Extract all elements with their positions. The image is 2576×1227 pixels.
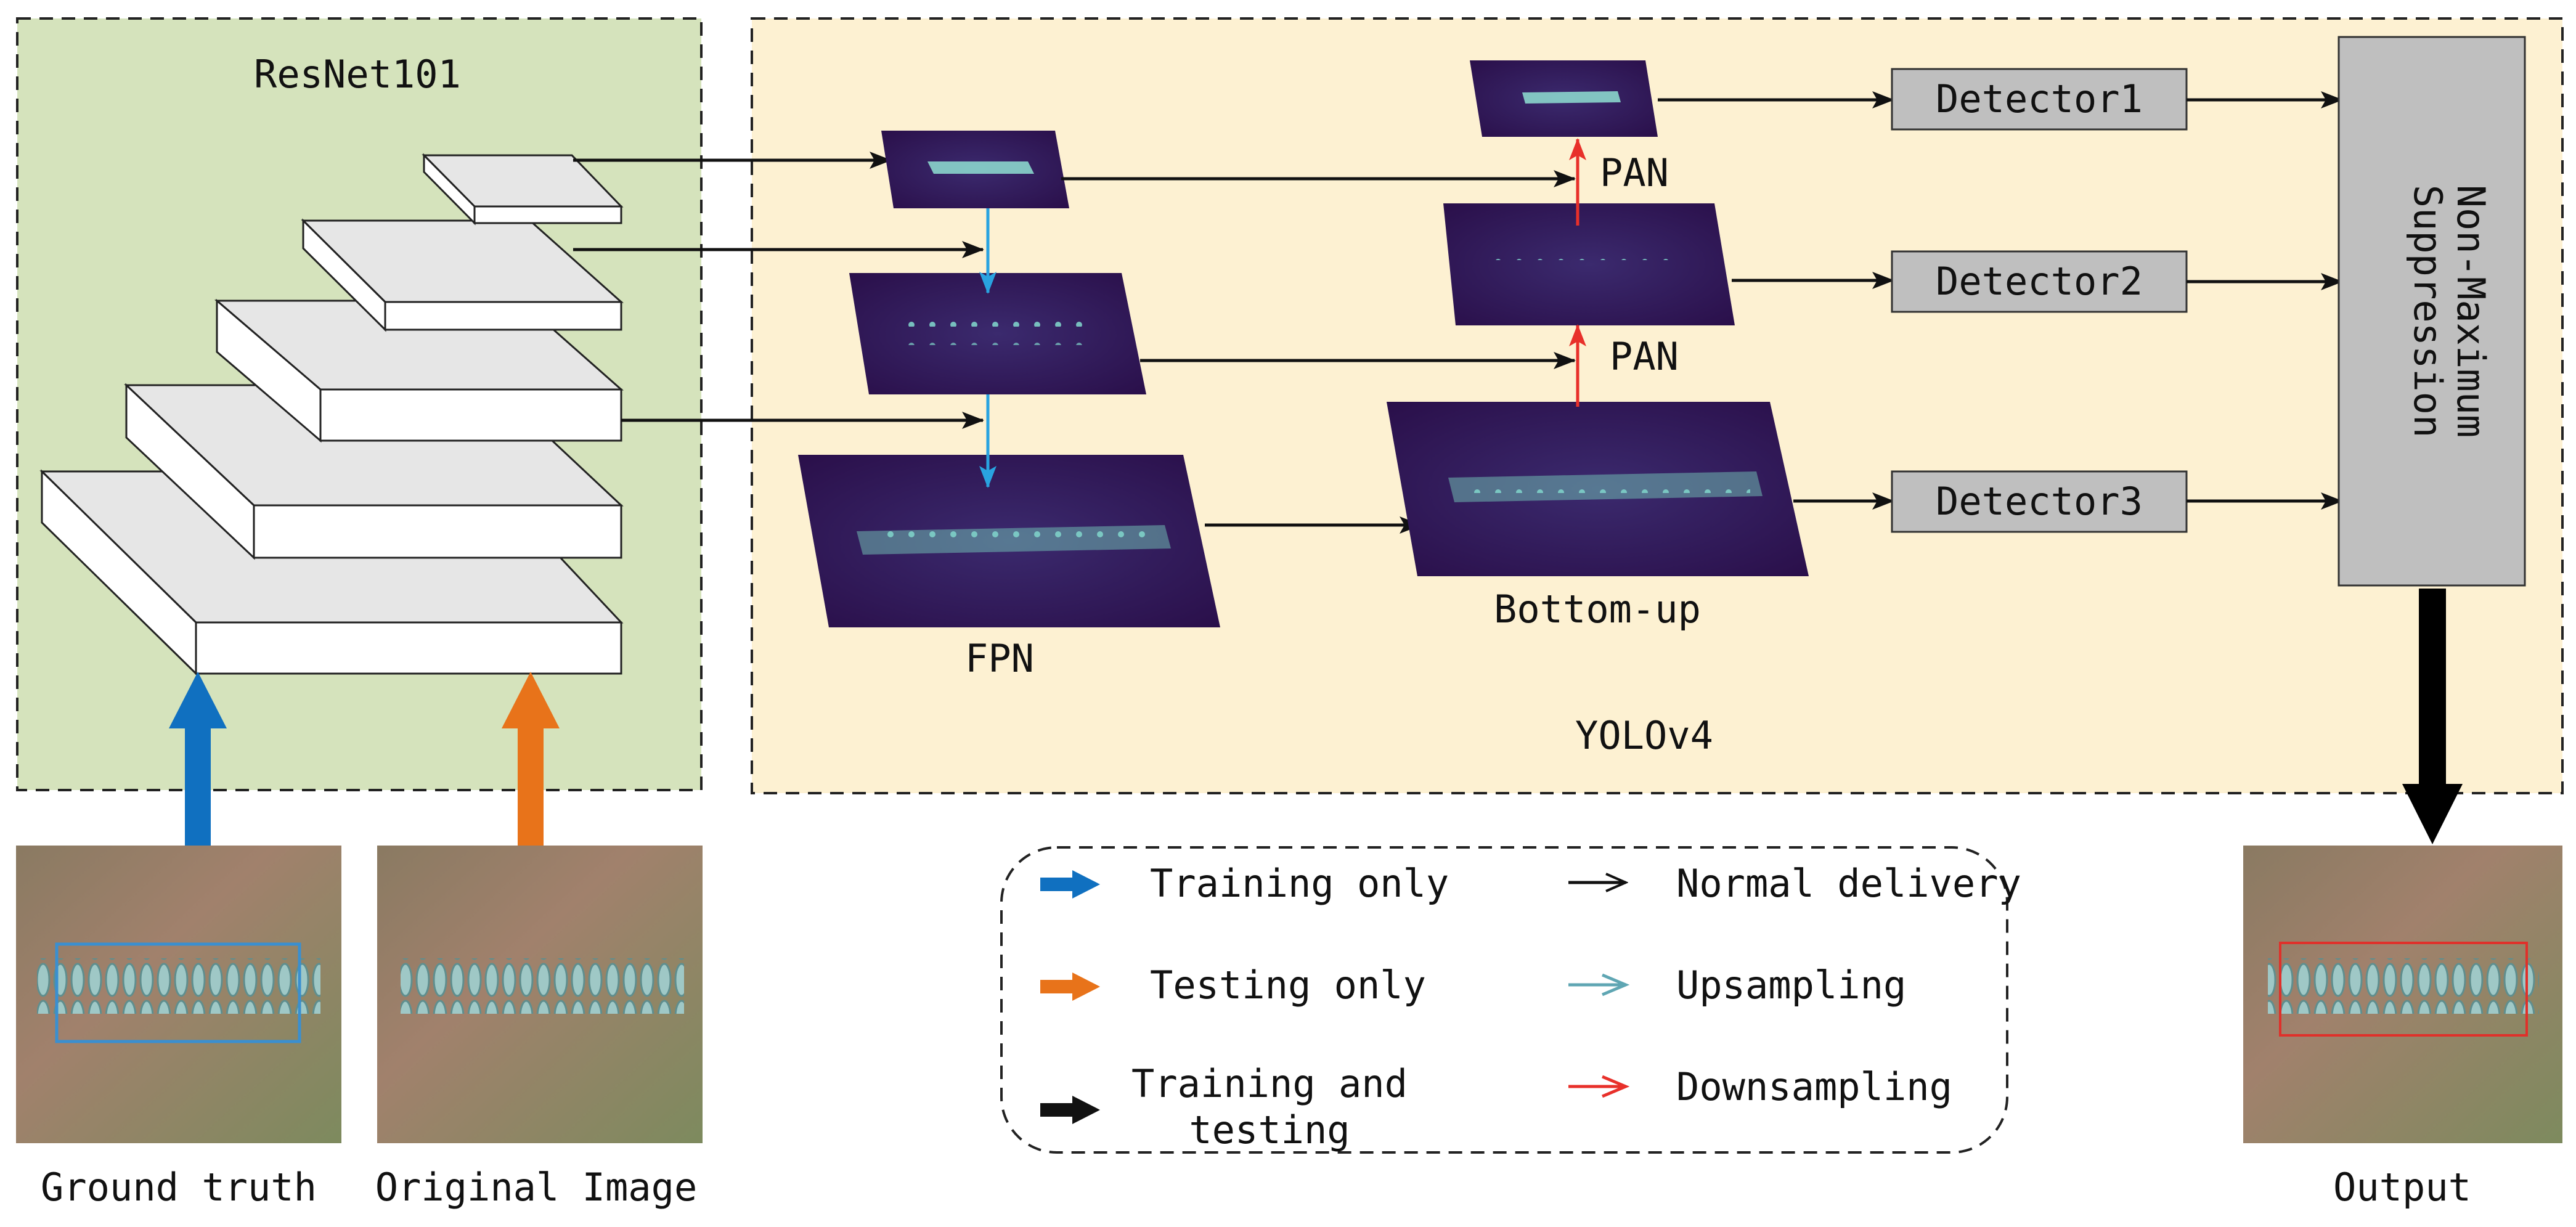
nms-to-output-arrow <box>2402 589 2463 844</box>
nms-block: Non-Maximum Suppression <box>2338 36 2526 587</box>
legend-upsampling: Upsampling <box>1568 963 1906 1008</box>
nms-label-line1: Non-Maximum <box>2448 185 2493 438</box>
ground-truth-bbox <box>55 942 301 1043</box>
detector-1-label: Detector1 <box>1936 76 2143 121</box>
legend-testing-only-label: Testing only <box>1150 963 1426 1008</box>
detector-3-label: Detector3 <box>1936 479 2143 524</box>
fpn-to-pan-arrows <box>1061 170 1576 534</box>
yolo-title: YOLOv4 <box>1575 713 1713 758</box>
legend-training-and-testing: Training and testing <box>1040 1061 1408 1152</box>
fpn-map-medium <box>849 273 1146 394</box>
fpn-feature-maps <box>798 131 1220 627</box>
legend-testing-only: Testing only <box>1040 963 1426 1008</box>
legend-normal-delivery-label: Normal delivery <box>1676 861 2021 906</box>
legend-downsampling-label: Downsampling <box>1676 1064 1952 1109</box>
resnet-to-fpn-arrows <box>573 152 984 429</box>
output-image <box>2243 846 2562 1143</box>
resnet-backbone-layers <box>39 153 624 676</box>
pan-feature-maps <box>1387 60 1809 576</box>
detector-3: Detector3 <box>1891 470 2188 533</box>
legend-frame <box>1000 846 2008 1154</box>
ground-truth-image <box>16 846 341 1143</box>
legend-downsampling: Downsampling <box>1568 1064 1952 1109</box>
output-label: Output <box>2333 1165 2471 1210</box>
resnet-layer-1 <box>422 153 624 226</box>
fpn-map-small <box>881 131 1069 208</box>
legend: Training only Testing only Training and … <box>1000 846 2021 1154</box>
resnet-layer-2 <box>301 218 624 332</box>
detector-1: Detector1 <box>1891 68 2188 131</box>
fpn-label: FPN <box>965 636 1034 681</box>
bottom-up-map <box>1387 402 1809 576</box>
training-input-arrow <box>169 672 227 846</box>
testing-input-arrow <box>502 672 560 846</box>
legend-training-and-testing-label-2: testing <box>1189 1107 1350 1152</box>
fpn-map-large <box>798 455 1220 627</box>
legend-normal-delivery: Normal delivery <box>1568 861 2021 906</box>
pan-map-top <box>1470 60 1658 137</box>
ground-truth-label: Ground truth <box>41 1165 317 1210</box>
legend-training-only-label: Training only <box>1150 861 1449 906</box>
resnet-title: ResNet101 <box>254 52 461 97</box>
pan-to-detector-arrows <box>1658 91 1894 510</box>
nms-label-line2: Suppression <box>2405 185 2450 438</box>
detector-to-nms-arrows <box>2187 91 2343 510</box>
pan-map-mid <box>1443 203 1735 325</box>
detector-2: Detector2 <box>1891 250 2188 313</box>
legend-training-and-testing-label-1: Training and <box>1131 1061 1408 1106</box>
original-image-label: Original Image <box>375 1165 698 1210</box>
pan-label-top: PAN <box>1600 150 1669 195</box>
legend-upsampling-label: Upsampling <box>1676 963 1906 1008</box>
legend-training-only: Training only <box>1040 861 1449 906</box>
pan-label-mid: PAN <box>1610 334 1679 379</box>
original-image <box>377 846 703 1143</box>
bottom-up-label: Bottom-up <box>1494 587 1701 632</box>
output-detection-box <box>2279 942 2528 1037</box>
detector-2-label: Detector2 <box>1936 259 2143 304</box>
